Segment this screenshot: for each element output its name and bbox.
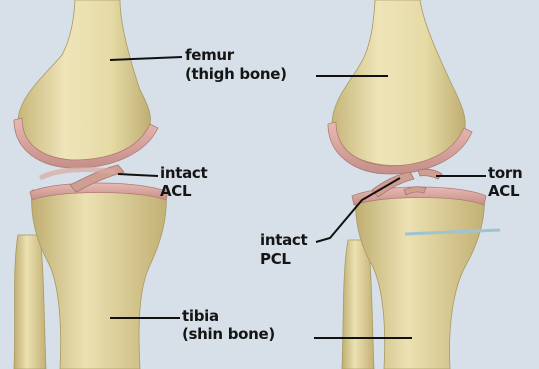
left-femur [18, 0, 151, 160]
right-torn-acl-upper [418, 169, 442, 179]
intact-acl-label-line2: ACL [160, 183, 191, 199]
torn-acl-label-line1: torn [488, 165, 522, 181]
left-knee [14, 0, 168, 369]
shin-bone-label: (shin bone) [182, 326, 275, 342]
right-femur [332, 0, 465, 166]
tibia-label: tibia [182, 308, 219, 324]
thigh-bone-label: (thigh bone) [185, 66, 287, 82]
right-knee [328, 0, 500, 369]
femur-label: femur [185, 47, 234, 63]
left-tibia [32, 190, 167, 369]
left-fibula [14, 235, 46, 369]
acl-left-leader [118, 174, 158, 176]
torn-acl-label-line2: ACL [488, 183, 519, 199]
right-tibia [356, 195, 485, 369]
intact-acl-label-line1: intact [160, 165, 207, 181]
intact-pcl-label-line1: intact [260, 232, 307, 248]
intact-pcl-label-line2: PCL [260, 251, 291, 267]
